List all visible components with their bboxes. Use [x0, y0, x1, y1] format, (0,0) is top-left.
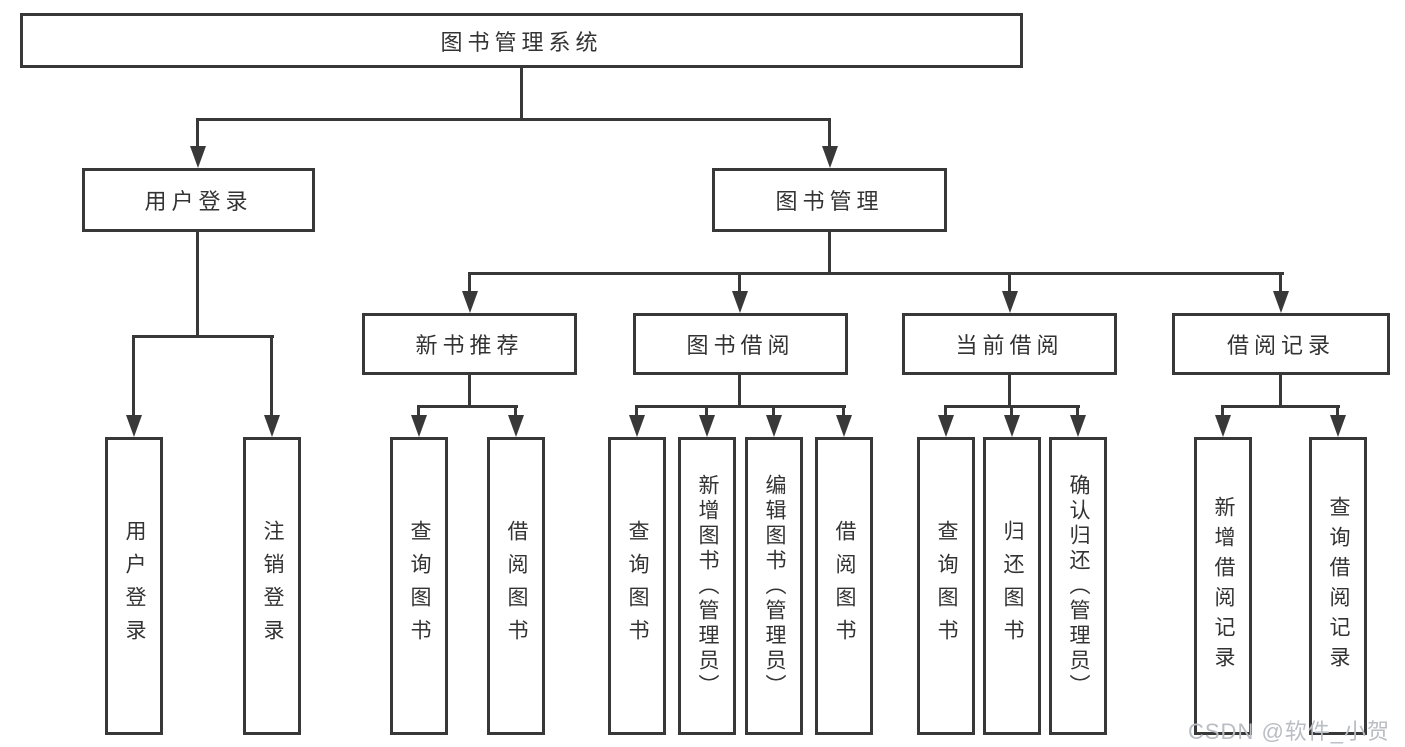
connector-vline	[1010, 405, 1013, 417]
connector-vline	[270, 335, 273, 419]
connector-vline	[842, 405, 845, 417]
arrowhead-down-icon	[732, 291, 748, 313]
leaf-add-borrow-record: 新增借阅记录	[1194, 437, 1252, 735]
arrowhead-down-icon	[699, 415, 715, 437]
connector-vline	[1076, 405, 1079, 417]
connector-vline	[196, 118, 199, 150]
connector-vline	[468, 372, 471, 405]
connector-vline	[1336, 405, 1339, 417]
connector-vline	[944, 405, 947, 417]
leaf-borrow-book-2: 借阅图书	[815, 437, 873, 735]
node-root: 图书管理系统	[20, 13, 1023, 68]
connector-vline	[520, 66, 523, 120]
leaf-query-book-2: 查询图书	[608, 437, 666, 735]
connector-vline	[738, 372, 741, 405]
node-current-borrow: 当前借阅	[902, 313, 1117, 375]
arrowhead-down-icon	[1215, 415, 1231, 437]
arrowhead-down-icon	[1070, 415, 1086, 437]
arrowhead-down-icon	[822, 146, 838, 168]
arrowhead-down-icon	[264, 415, 280, 437]
leaf-confirm-return-admin: 确认归还（管理员）	[1049, 437, 1107, 735]
connector-vline	[1008, 372, 1011, 405]
arrowhead-down-icon	[190, 146, 206, 168]
node-book-borrow: 图书借阅	[633, 313, 848, 375]
connector-vline	[635, 405, 638, 417]
connector-vline	[1008, 272, 1011, 294]
arrowhead-down-icon	[462, 291, 478, 313]
leaf-edit-book-admin: 编辑图书（管理员）	[745, 437, 803, 735]
connector-vline	[1221, 405, 1224, 417]
watermark: CSDN @软件_小贺同学	[1188, 719, 1391, 744]
node-new-book-recommend: 新书推荐	[362, 313, 577, 375]
arrowhead-down-icon	[766, 415, 782, 437]
leaf-add-book-admin: 新增图书（管理员）	[678, 437, 736, 735]
arrowhead-down-icon	[126, 415, 142, 437]
arrowhead-down-icon	[1330, 415, 1346, 437]
leaf-query-borrow-record: 查询借阅记录	[1309, 437, 1367, 735]
node-borrow-records: 借阅记录	[1172, 313, 1390, 375]
leaf-return-book: 归还图书	[983, 437, 1041, 735]
leaf-user-login: 用户登录	[105, 437, 163, 735]
arrowhead-down-icon	[1273, 291, 1289, 313]
connector-vline	[828, 230, 831, 274]
connector-vline	[196, 229, 199, 335]
node-book-management: 图书管理	[712, 168, 947, 232]
arrowhead-down-icon	[411, 415, 427, 437]
connector-hline	[468, 272, 1284, 275]
connector-vline	[772, 405, 775, 417]
connector-hline	[635, 405, 846, 408]
connector-vline	[828, 118, 831, 150]
connector-vline	[132, 335, 135, 419]
connector-vline	[514, 405, 517, 417]
leaf-borrow-book-1: 借阅图书	[487, 437, 545, 735]
connector-vline	[468, 272, 471, 294]
connector-vline	[705, 405, 708, 417]
connector-hline	[197, 118, 831, 121]
connector-vline	[1279, 372, 1282, 405]
arrowhead-down-icon	[629, 415, 645, 437]
connector-hline	[1221, 405, 1340, 408]
arrowhead-down-icon	[836, 415, 852, 437]
connector-hline	[417, 405, 518, 408]
leaf-query-book-1: 查询图书	[390, 437, 448, 735]
leaf-logout: 注销登录	[243, 437, 301, 735]
node-user-login: 用户登录	[82, 168, 315, 232]
arrowhead-down-icon	[508, 415, 524, 437]
connector-vline	[417, 405, 420, 417]
leaf-query-book-3: 查询图书	[917, 437, 975, 735]
arrowhead-down-icon	[1004, 415, 1020, 437]
connector-vline	[738, 272, 741, 294]
connector-vline	[1279, 272, 1282, 294]
arrowhead-down-icon	[938, 415, 954, 437]
arrowhead-down-icon	[1002, 291, 1018, 313]
connector-hline	[132, 335, 274, 338]
